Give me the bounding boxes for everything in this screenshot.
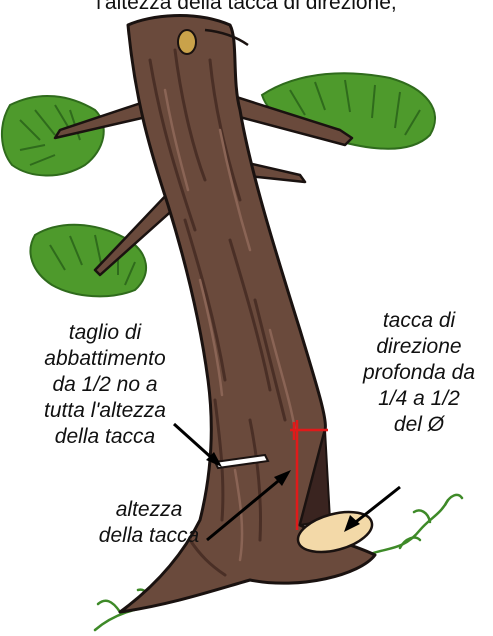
annotation-arrows [172,422,401,542]
notch-depth-label: tacca di direzione profonda da 1/4 a 1/2… [338,308,493,438]
arrow-head-notch-height [274,470,291,486]
notch-depth-label-line: profonda da [362,361,476,384]
felling-cut-label-line: abbattimento [44,347,166,370]
arrow-head-notch-depth [344,515,360,532]
notch-height-label-line: della tacca [98,524,200,547]
felling-cut-label: taglio di abbattimento da 1/2 no a tutta… [10,320,200,450]
notch-depth-label-line: direzione [376,335,462,358]
caption-top: l'altezza della tacca di direzione, [96,0,397,14]
notch-measure-markers [290,420,328,530]
notch-height-label-line: altezza [115,498,183,521]
foliage-lower-left [29,223,148,298]
felling-cut-label-line: da 1/2 no a [52,373,158,396]
felling-cut-label-line: tutta l'altezza [44,399,166,422]
felling-cut-slot [213,453,270,470]
foliage-upper-left [0,94,105,177]
trunk [118,14,377,614]
felling-cut-label-line: taglio di [68,321,142,344]
notch-height-label: altezza della tacca [76,497,222,549]
notch-depth-label-line: del Ø [393,413,445,436]
notch-depth-label-line: tacca di [382,309,456,332]
arrow-head-felling-cut [206,452,222,467]
notch-depth-label-line: 1/4 a 1/2 [378,387,460,410]
felling-cut-label-line: della tacca [54,425,156,448]
